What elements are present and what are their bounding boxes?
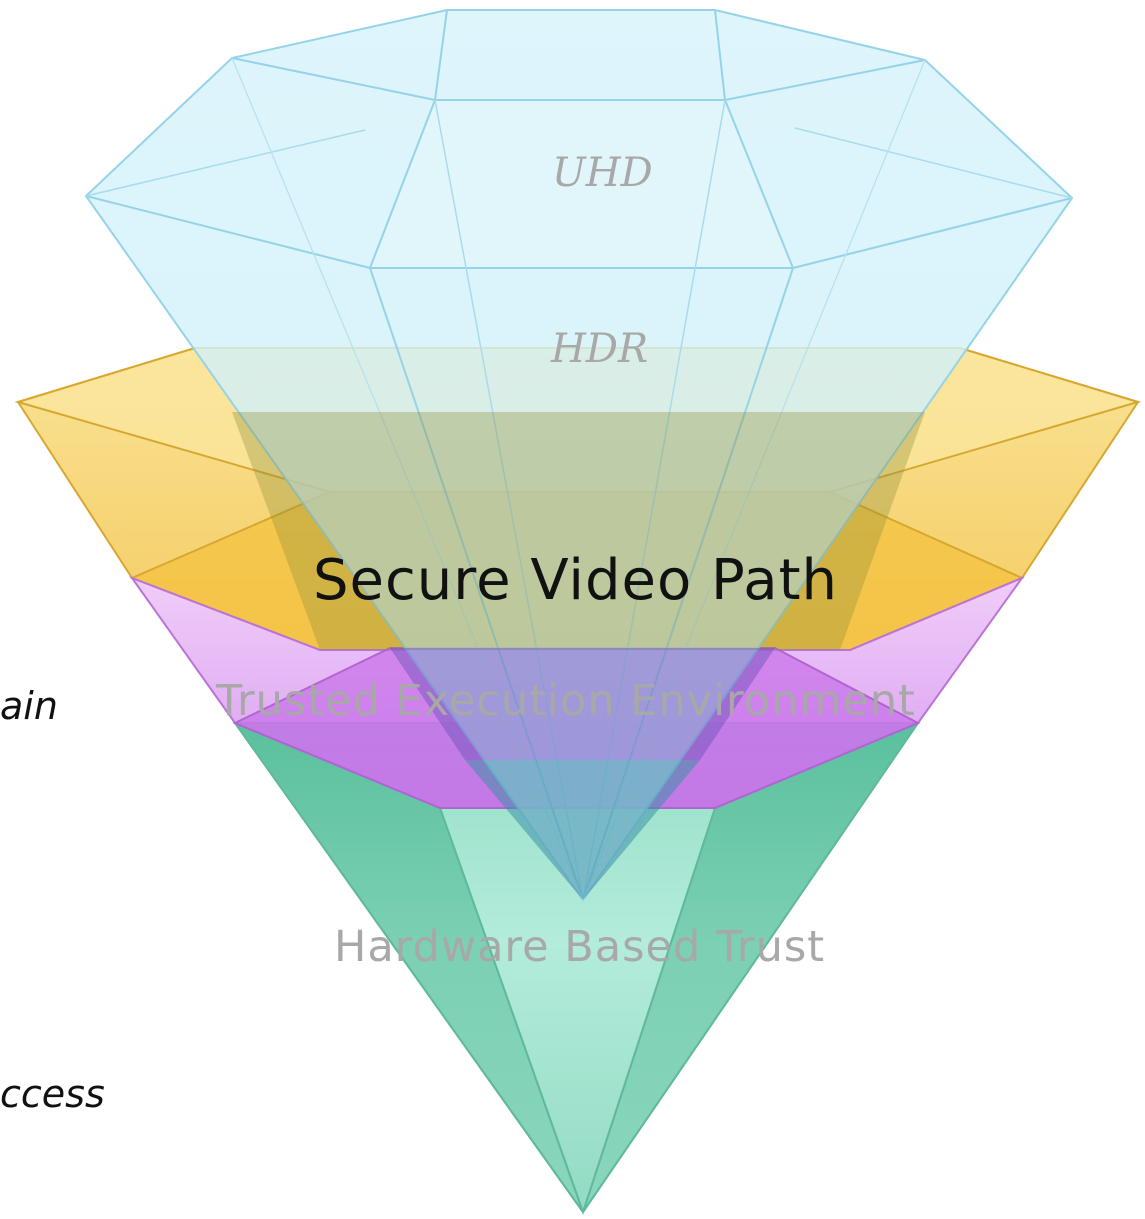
crystal-edge xyxy=(434,9,448,101)
crystal-overlap-purple xyxy=(390,648,775,760)
crystal-tip-in-teal xyxy=(465,760,700,900)
crystal-edge xyxy=(231,57,584,901)
crystal-edge xyxy=(231,57,436,101)
left-side-label-lower: ccess xyxy=(0,1072,105,1116)
left-side-label-upper: ain xyxy=(0,684,58,728)
crystal-edge xyxy=(794,127,1073,199)
crystal-edge xyxy=(714,9,726,101)
hardware-based-trust-label: Hardware Based Trust xyxy=(334,922,826,972)
crystal-overlap-yellow xyxy=(232,412,925,650)
crystal-edge xyxy=(85,129,366,197)
hardware-based-trust-layer xyxy=(232,720,921,1216)
crystal-edge xyxy=(724,59,926,101)
crystal-edge xyxy=(792,197,1073,269)
uhd-hdr-crystal-layer xyxy=(84,9,1074,902)
trusted-execution-environment-label: Trusted Execution Environment xyxy=(216,676,916,726)
crystal-edge xyxy=(85,195,371,269)
hdr-label: HDR xyxy=(551,326,649,372)
secure-video-path-label: Secure Video Path xyxy=(313,548,839,613)
uhd-label: UHD xyxy=(552,150,653,196)
crystal-outline xyxy=(84,9,1074,902)
